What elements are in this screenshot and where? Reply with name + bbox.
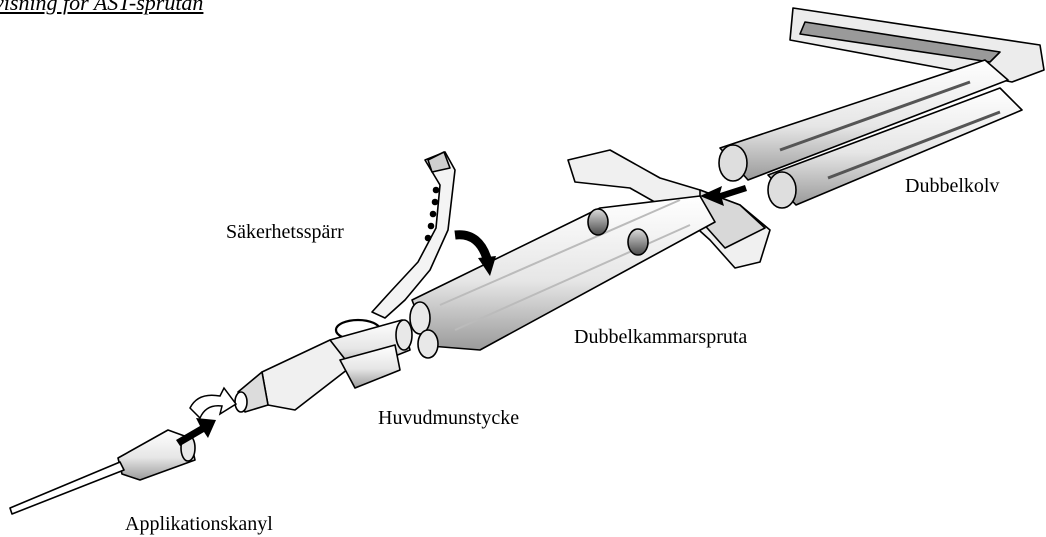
main-nozzle-label: Huvudmunstycke [378, 408, 519, 428]
main-nozzle [235, 320, 412, 412]
cannula-label: Applikationskanyl [125, 514, 273, 534]
safety-clip-label: Säkerhetsspärr [226, 222, 344, 242]
application-cannula [10, 430, 195, 514]
double-syringe-label: Dubbelkammarspruta [574, 327, 747, 347]
insert-arrow-cannula [176, 418, 216, 446]
twist-arrow [190, 388, 236, 418]
plunger-label: Dubbelkolv [905, 176, 999, 196]
